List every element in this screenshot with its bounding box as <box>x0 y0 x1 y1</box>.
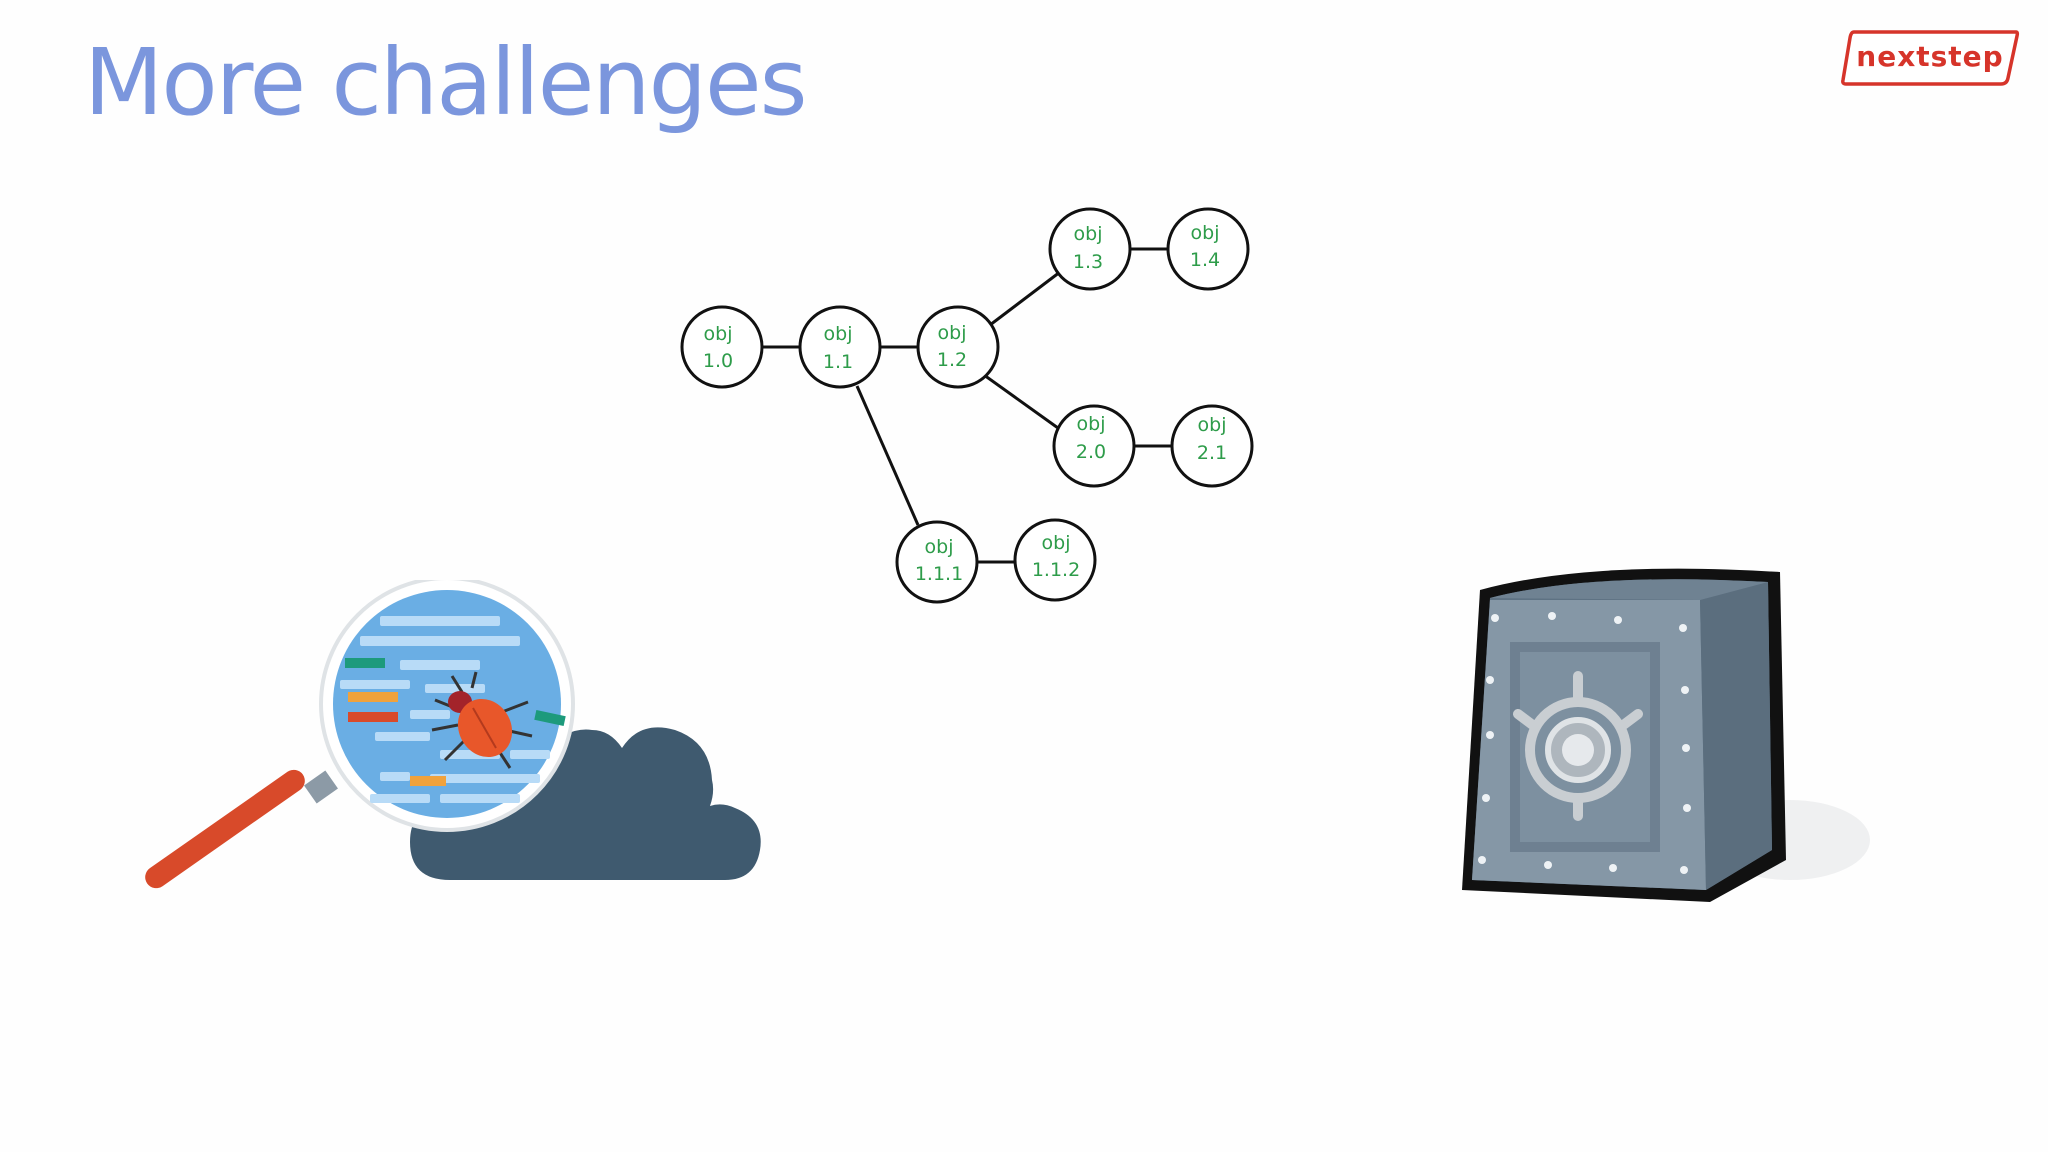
node-label: 1.3 <box>1073 251 1103 273</box>
node-label: 1.1.1 <box>915 563 963 585</box>
node-circle-1-1 <box>798 305 882 389</box>
cloud-bug-magnifier-illustration <box>145 580 761 889</box>
code-highlight <box>534 709 566 727</box>
bug-icon <box>431 671 533 769</box>
node-label: 2.0 <box>1076 441 1106 463</box>
safe-dial-icon <box>1513 671 1643 821</box>
node-label: obj <box>938 322 967 344</box>
edge-1-2-to-2-0 <box>983 373 1059 430</box>
code-highlight <box>348 712 398 722</box>
node-label: 1.1.2 <box>1032 559 1080 581</box>
safe-rivets <box>1478 612 1691 874</box>
node-circle-1-3 <box>1048 207 1132 291</box>
magnifying-glass-icon <box>145 580 575 889</box>
node-label: obj <box>824 323 853 345</box>
node-label: 1.4 <box>1190 249 1220 271</box>
node-circle-1-4 <box>1166 207 1250 291</box>
node-label: obj <box>1042 532 1071 554</box>
code-highlight <box>410 776 446 786</box>
node-circle-1-2 <box>916 305 1000 389</box>
node-label: obj <box>704 323 733 345</box>
logo-badge-shape <box>1841 30 2020 86</box>
node-label: 1.1 <box>823 351 853 373</box>
safe-icon <box>1462 568 1786 902</box>
node-label: obj <box>1074 223 1103 245</box>
tree-edges <box>762 247 1172 564</box>
magnifier-neck <box>304 770 338 804</box>
logo-text: nextstep <box>1856 40 2004 73</box>
node-label: 1.2 <box>937 349 967 371</box>
node-circle-1-0 <box>680 305 764 389</box>
node-label: obj <box>1191 222 1220 244</box>
node-circle-2-1 <box>1170 404 1254 488</box>
node-label: 2.1 <box>1197 442 1227 464</box>
slide-title: More challenges <box>84 29 808 136</box>
node-label: 1.0 <box>703 350 733 372</box>
node-label: obj <box>1198 414 1227 436</box>
nextstep-logo: nextstep <box>1840 30 2020 86</box>
edge-1-2-to-1-3 <box>989 270 1061 327</box>
code-highlight <box>348 692 398 702</box>
edge-1-1-to-1-1-1 <box>855 385 920 526</box>
node-circle-1-1-2 <box>1013 518 1097 602</box>
node-circle-2-0 <box>1052 404 1136 488</box>
node-label: obj <box>925 536 954 558</box>
node-circle-1-1-1 <box>895 520 979 604</box>
safe-illustration <box>1462 568 1870 902</box>
code-highlight <box>345 658 385 668</box>
magnifier-handle <box>145 769 305 889</box>
node-label: obj <box>1077 413 1106 435</box>
